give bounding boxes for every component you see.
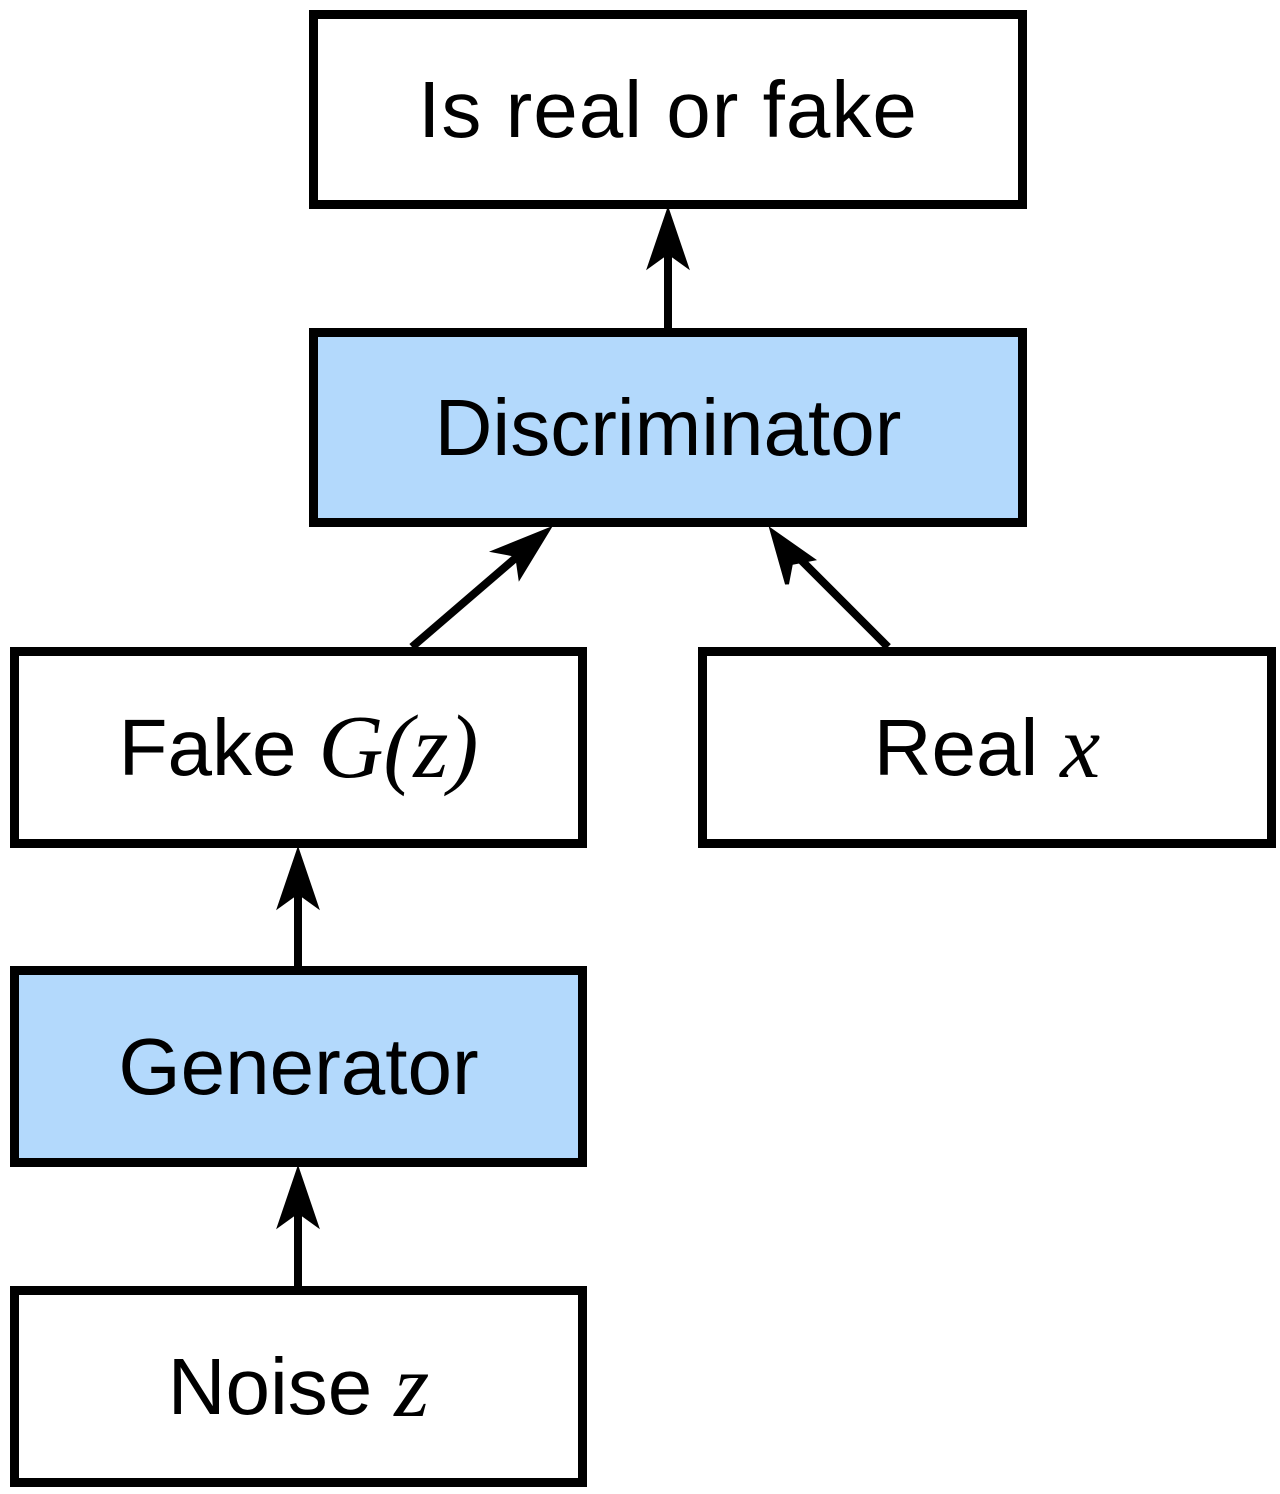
noise-label: Noise	[167, 1341, 373, 1431]
edge-discriminator-to-result	[646, 205, 690, 328]
generator-label: Generator	[118, 1021, 479, 1111]
edge-real-to-discriminator	[768, 526, 891, 650]
edge-fake-to-discriminator	[409, 525, 553, 651]
noise-math-symbol: z	[394, 1337, 430, 1436]
result-label: Is real or fake	[418, 64, 918, 154]
fake-math-symbol: G(z)	[318, 698, 479, 797]
real-label: Real	[873, 702, 1039, 792]
generator-node: Generator	[10, 966, 587, 1167]
noise-node: Noise z	[10, 1286, 587, 1487]
real-data-node: Real x	[698, 647, 1276, 848]
result-node: Is real or fake	[309, 10, 1027, 209]
fake-label: Fake	[118, 702, 297, 792]
discriminator-node: Discriminator	[309, 328, 1027, 527]
edge-generator-to-fake	[276, 845, 320, 966]
edge-noise-to-generator	[276, 1164, 320, 1286]
discriminator-label: Discriminator	[434, 382, 902, 472]
real-math-symbol: x	[1060, 698, 1101, 797]
fake-data-node: Fake G(z)	[10, 647, 587, 848]
